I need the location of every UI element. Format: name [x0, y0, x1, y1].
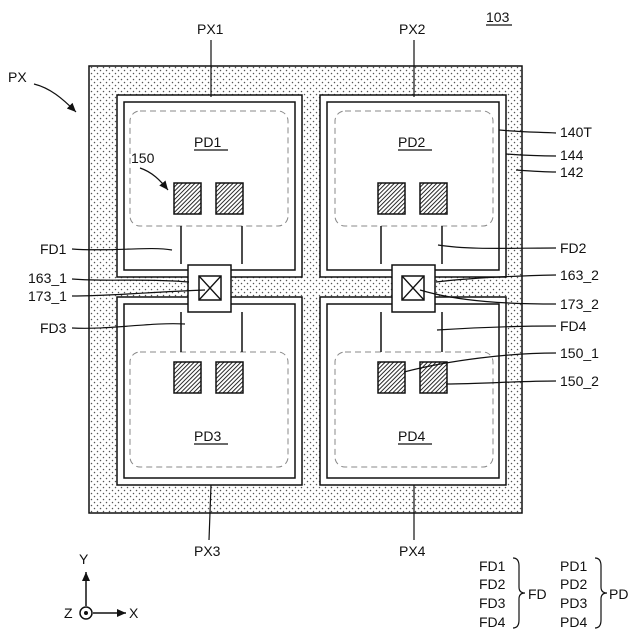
pixel-px2: [320, 95, 506, 277]
isolation-inner: [327, 102, 499, 270]
gate-electrode: [378, 362, 405, 393]
label-pd3: PD3: [194, 428, 221, 444]
label-173-1: 173_1: [28, 288, 67, 304]
label-pd1: PD1: [194, 134, 221, 150]
label-150-1: 150_1: [560, 345, 599, 361]
label-pd4: PD4: [398, 428, 425, 444]
label-px3: PX3: [194, 543, 221, 559]
label-px4: PX4: [399, 543, 426, 559]
gate-electrode: [378, 183, 405, 214]
legend-fd1: FD1: [479, 558, 506, 574]
isolation-inner: [124, 304, 295, 478]
gate-electrode: [174, 362, 201, 393]
legend-pd1: PD1: [560, 558, 587, 574]
label-163-1: 163_1: [28, 270, 67, 286]
figure-ref-number: 103: [486, 9, 510, 25]
legend-fd2: FD2: [479, 576, 506, 592]
label-px: PX: [8, 69, 27, 85]
z-axis-dot: [84, 611, 88, 615]
legend-fd-brace: [513, 558, 525, 628]
label-140t: 140T: [560, 124, 592, 140]
legend-fd-group: FD1 FD2 FD3 FD4 FD: [479, 558, 547, 630]
label-163-2: 163_2: [560, 267, 599, 283]
pixel-px1: [117, 95, 302, 277]
label-fd3: FD3: [40, 320, 67, 336]
pixel-px4: [320, 297, 506, 485]
label-pd2: PD2: [398, 134, 425, 150]
isolation-inner: [124, 102, 295, 270]
label-150: 150: [131, 150, 155, 166]
axis-label-y: Y: [79, 551, 89, 567]
gate-electrode: [420, 183, 447, 214]
label-173-2: 173_2: [560, 296, 599, 312]
gate-electrode: [174, 183, 201, 214]
legend-fd4: FD4: [479, 614, 506, 630]
legend-pd-group: PD1 PD2 PD3 PD4 PD: [560, 558, 628, 630]
legend-pd3: PD3: [560, 595, 587, 611]
label-fd4: FD4: [560, 318, 587, 334]
axis-label-z: Z: [64, 605, 73, 621]
label-144: 144: [560, 147, 584, 163]
axis-label-x: X: [129, 605, 139, 621]
label-150-2: 150_2: [560, 373, 599, 389]
label-142: 142: [560, 164, 584, 180]
legend-pd4: PD4: [560, 614, 587, 630]
gate-electrode: [216, 362, 243, 393]
legend-pd-label: PD: [609, 586, 628, 602]
label-fd1: FD1: [40, 241, 67, 257]
legend-pd-brace: [595, 558, 607, 628]
gate-electrode: [216, 183, 243, 214]
label-px1: PX1: [197, 21, 224, 37]
contact-163-2: [392, 265, 435, 312]
legend-fd-label: FD: [528, 586, 547, 602]
label-fd2: FD2: [560, 240, 587, 256]
isolation-inner: [327, 304, 499, 478]
contact-163-1: [188, 265, 231, 312]
coordinate-axes: [80, 572, 126, 619]
label-px2: PX2: [399, 21, 426, 37]
legend-pd2: PD2: [560, 576, 587, 592]
legend-fd3: FD3: [479, 595, 506, 611]
